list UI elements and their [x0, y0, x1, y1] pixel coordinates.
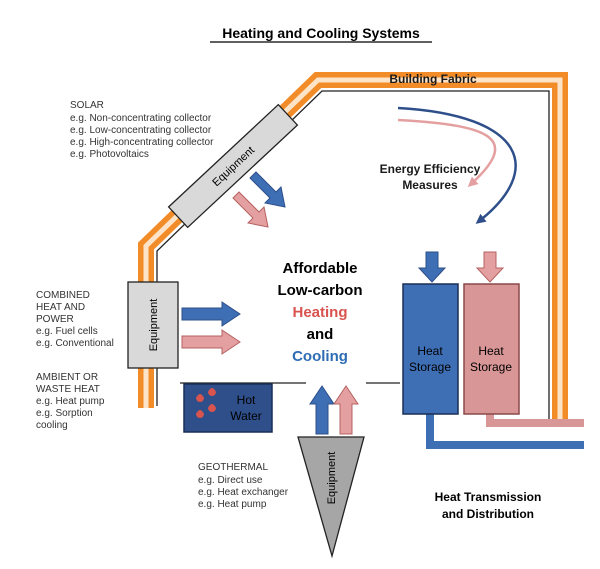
hot-water-label-2: Water	[230, 409, 262, 423]
solar-example-3: e.g. High-concentrating collector	[70, 137, 214, 148]
heat-storage-pink: Heat Storage	[463, 283, 520, 415]
storage-arrow-red	[475, 251, 505, 283]
chp-example-2: e.g. Conventional	[36, 338, 114, 349]
solar-arrow-blue	[249, 171, 286, 208]
heat-storage-pink-label-2: Storage	[470, 360, 512, 374]
chp-heading-1: COMBINED	[36, 290, 90, 301]
center-line-heating: Heating	[292, 304, 347, 321]
solar-example-2: e.g. Low-concentrating collector	[70, 125, 212, 136]
ambient-heading-1: AMBIENT OR	[36, 372, 98, 383]
wall-arrow-red	[181, 329, 241, 355]
chp-description: COMBINED HEAT AND POWER e.g. Fuel cells …	[36, 290, 114, 349]
efficiency-arrow-pink	[397, 118, 497, 188]
heat-storage-blue: Heat Storage	[402, 283, 459, 415]
distribution-label-1: Heat Transmission	[435, 490, 542, 504]
geothermal-example-1: e.g. Direct use	[198, 475, 263, 486]
distribution-label-2: and Distribution	[442, 507, 534, 521]
flame-icon	[196, 410, 204, 418]
wall-arrow-blue	[181, 301, 241, 327]
diagram-title: Heating and Cooling Systems	[222, 25, 420, 41]
hot-water-tank: Hot Water	[183, 383, 273, 433]
solar-example-4: e.g. Photovoltaics	[70, 149, 149, 160]
building-fabric-label: Building Fabric	[389, 72, 477, 86]
solar-heading: SOLAR	[70, 100, 104, 111]
ambient-description: AMBIENT OR WASTE HEAT e.g. Heat pump e.g…	[36, 372, 105, 431]
heat-storage-blue-label-2: Storage	[409, 360, 451, 374]
center-line-affordable: Affordable	[283, 260, 358, 277]
geothermal-equipment-label: Equipment	[326, 452, 338, 505]
ambient-heading-2: WASTE HEAT	[36, 384, 100, 395]
center-line-and: and	[307, 326, 334, 343]
flame-icon	[208, 388, 216, 396]
solar-arrow-red	[232, 191, 269, 228]
heat-storage-pink-label-1: Heat	[478, 344, 504, 358]
wall-equipment-label: Equipment	[148, 299, 160, 352]
flame-icon	[196, 394, 204, 402]
storage-arrow-blue	[417, 251, 447, 283]
center-line-lowcarbon: Low-carbon	[278, 282, 363, 299]
heat-storage-blue-label-1: Heat	[417, 344, 443, 358]
chp-heading-2: HEAT AND	[36, 302, 85, 313]
geothermal-description: GEOTHERMAL e.g. Direct use e.g. Heat exc…	[198, 462, 289, 510]
geothermal-arrow-blue	[309, 385, 335, 435]
efficiency-label-1: Energy Efficiency	[380, 162, 481, 176]
center-statement: Affordable Low-carbon Heating and Coolin…	[278, 260, 363, 365]
flame-icon	[208, 404, 216, 412]
ambient-example-2: e.g. Sorption	[36, 408, 93, 419]
geothermal-arrow-red	[333, 385, 359, 435]
chp-example-1: e.g. Fuel cells	[36, 326, 98, 337]
distribution-pipes	[426, 413, 584, 449]
ambient-example-3: cooling	[36, 420, 68, 431]
efficiency-label-2: Measures	[402, 178, 458, 192]
wall-equipment-box: Equipment	[127, 281, 179, 369]
hot-water-label-1: Hot	[237, 393, 256, 407]
solar-description: SOLAR e.g. Non-concentrating collector e…	[70, 100, 214, 160]
chp-heading-3: POWER	[36, 314, 74, 325]
ambient-example-1: e.g. Heat pump	[36, 396, 105, 407]
efficiency-arrow-blue	[397, 106, 517, 224]
solar-example-1: e.g. Non-concentrating collector	[70, 113, 212, 124]
geothermal-equipment-cone: Equipment	[297, 436, 365, 559]
geothermal-example-3: e.g. Heat pump	[198, 499, 267, 510]
geothermal-example-2: e.g. Heat exchanger	[198, 487, 289, 498]
geothermal-heading: GEOTHERMAL	[198, 462, 268, 473]
center-line-cooling: Cooling	[292, 348, 348, 365]
